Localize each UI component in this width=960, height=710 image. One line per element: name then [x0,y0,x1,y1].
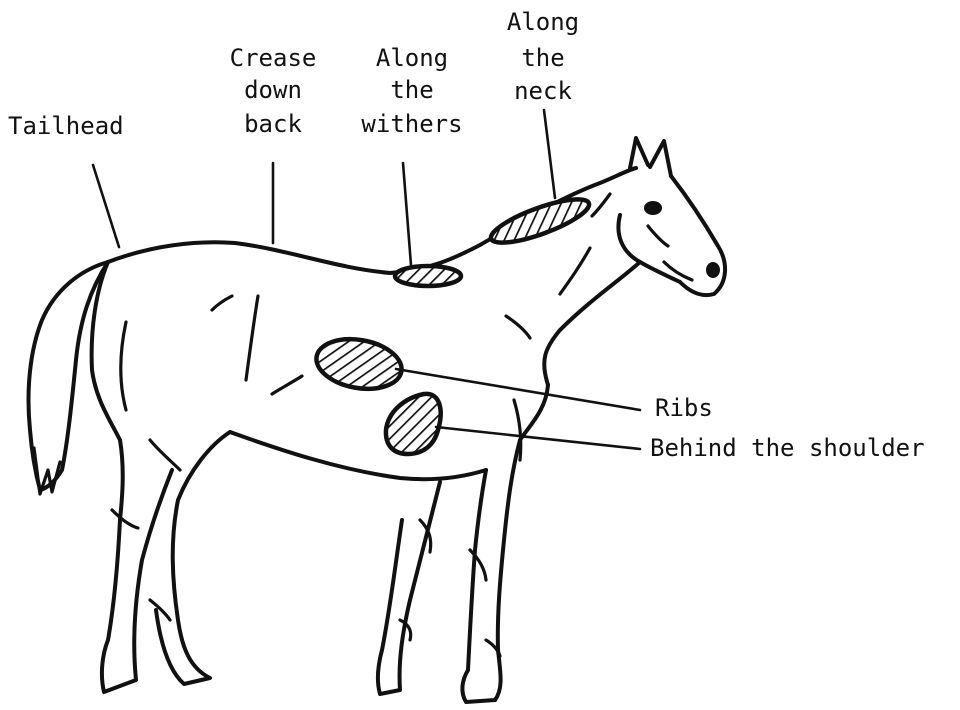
horse-eye [644,201,662,215]
label-withers-line1: Along [376,44,448,72]
leader-tailhead [93,165,119,247]
leader-withers [403,163,411,265]
spot-along-the-neck [487,191,594,251]
label-neck-line1: Along [507,8,579,36]
labels: Tailhead Crease down back Along the with… [8,8,925,462]
label-behind-the-shoulder: Behind the shoulder [650,434,925,462]
label-withers-line3: withers [361,110,462,138]
horse-nostril [706,262,720,278]
label-tailhead: Tailhead [8,112,124,140]
label-withers-line2: the [390,76,433,104]
leader-neck [544,110,555,198]
label-neck-line2: the [521,44,564,72]
horse-outline [29,138,726,702]
label-crease-line1: Crease [230,44,317,72]
label-crease-line3: back [244,110,302,138]
spot-along-the-withers [395,266,461,286]
horse-details [112,194,610,656]
label-neck-line3: neck [514,77,572,105]
horse-cheek [648,226,668,246]
label-ribs: Ribs [655,394,713,422]
leader-lines [93,110,640,449]
spot-behind-the-shoulder [386,394,441,454]
fat-deposit-areas [312,191,593,454]
label-crease-line2: down [244,76,302,104]
leader-shoulder [436,427,640,449]
spot-ribs [312,333,405,395]
